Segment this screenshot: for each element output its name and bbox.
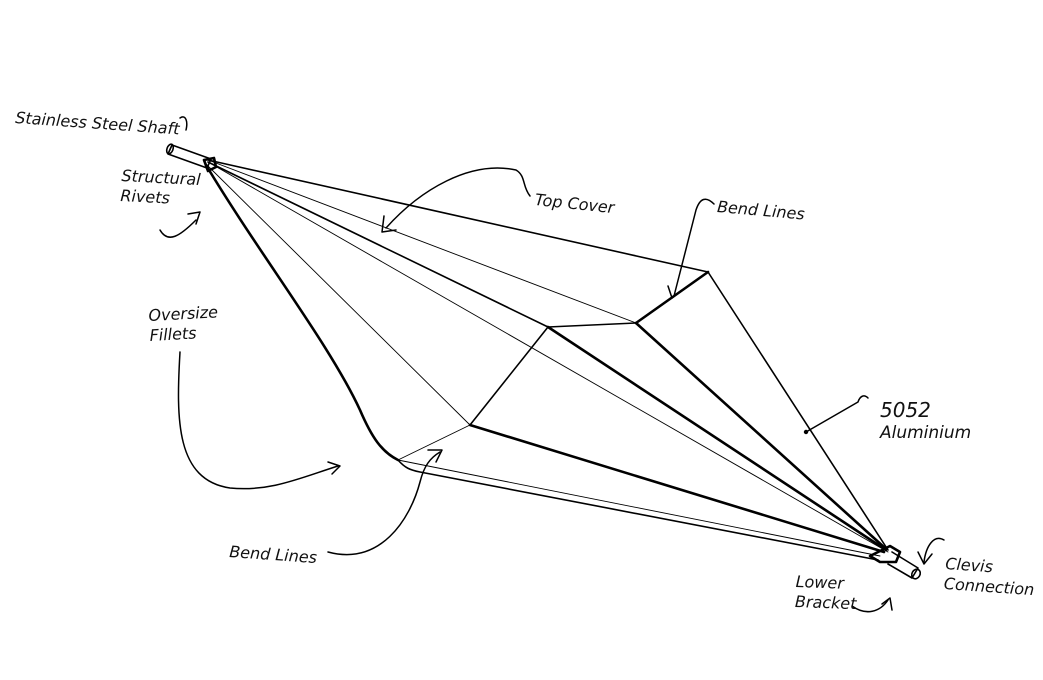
label-lower-bracket: Lower Bracket (795, 572, 858, 614)
fillets-arrow (177, 351, 339, 490)
label-structural-rivets: Structural Rivets (120, 166, 201, 210)
bend-lines-bottom-arrow (327, 451, 441, 556)
top-cover-arrow (385, 167, 531, 229)
clevis-arrowhead (917, 551, 933, 565)
annotation-arrows (159, 116, 945, 613)
stainless-steel-shaft (165, 143, 212, 169)
oversize-fillet-edge (204, 163, 886, 561)
label-oversize-fillets-line2: Fillets (149, 323, 197, 345)
label-lower-bracket-line1: Lower (795, 572, 845, 593)
label-aluminium-line2: Aluminium (880, 423, 972, 443)
aluminium-dot (803, 429, 809, 435)
label-aluminium: 5052 Aluminium (880, 398, 971, 444)
clevis-connection (887, 551, 922, 580)
lower-bracket (868, 544, 902, 564)
bracket-arrowhead (881, 597, 893, 611)
rivets-arrow (159, 219, 197, 238)
label-oversize-fillets-line1: Oversize (148, 302, 219, 325)
bend-lines-top-arrow (673, 198, 715, 297)
bracket-arrow (851, 599, 889, 613)
label-structural-rivets-line2: Rivets (119, 185, 171, 208)
label-oversize-fillets: Oversize Fillets (148, 302, 220, 346)
bend-lines-top-arrowhead (667, 285, 683, 299)
fillets-arrowhead (327, 461, 341, 475)
label-aluminium-line1: 5052 (880, 398, 931, 422)
rivets-arrowhead (187, 211, 201, 225)
label-clevis-connection: Clevis Connection (943, 554, 1036, 600)
aluminium-arrow (805, 395, 869, 433)
label-lower-bracket-line2: Bracket (794, 591, 857, 614)
clevis-arrow (923, 537, 945, 563)
shaft-leader (179, 116, 188, 131)
bend-lines-bottom-arrowhead (427, 449, 443, 463)
top-cover-panel (207, 159, 889, 553)
top-cover-arrowhead (381, 215, 397, 233)
